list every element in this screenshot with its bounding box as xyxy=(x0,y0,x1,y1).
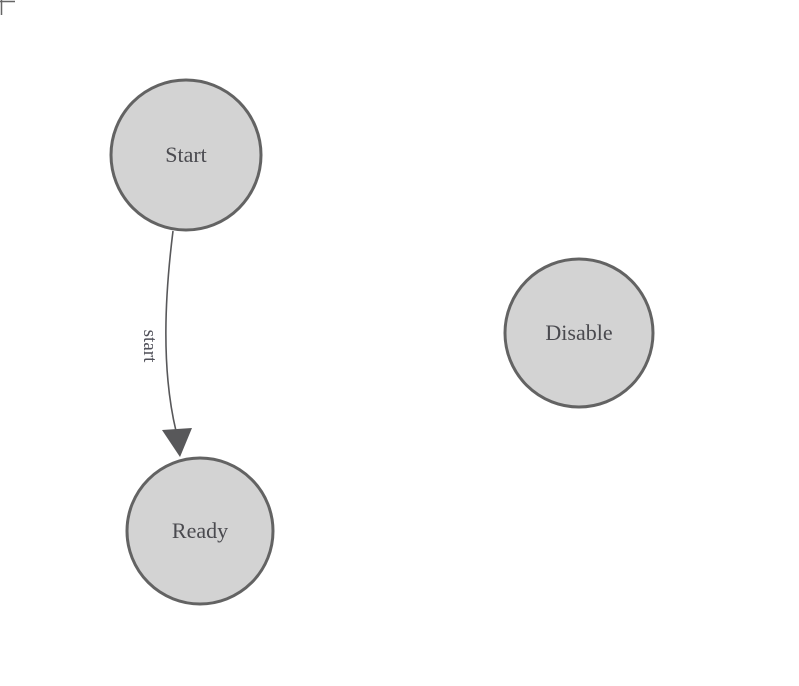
node-ready-circle[interactable] xyxy=(125,456,275,606)
edge-start-to-ready[interactable]: start xyxy=(139,230,192,457)
arrowhead-icon xyxy=(162,428,192,457)
edge-line[interactable] xyxy=(165,230,177,432)
node-ready[interactable]: Ready xyxy=(125,456,275,606)
edge-label: start xyxy=(139,330,160,363)
node-disable-circle[interactable] xyxy=(503,257,655,409)
node-start-circle[interactable] xyxy=(109,78,263,232)
origin-corner-bracket-icon xyxy=(0,0,15,15)
node-disable[interactable]: Disable xyxy=(503,257,655,409)
node-start[interactable]: Start xyxy=(109,78,263,232)
